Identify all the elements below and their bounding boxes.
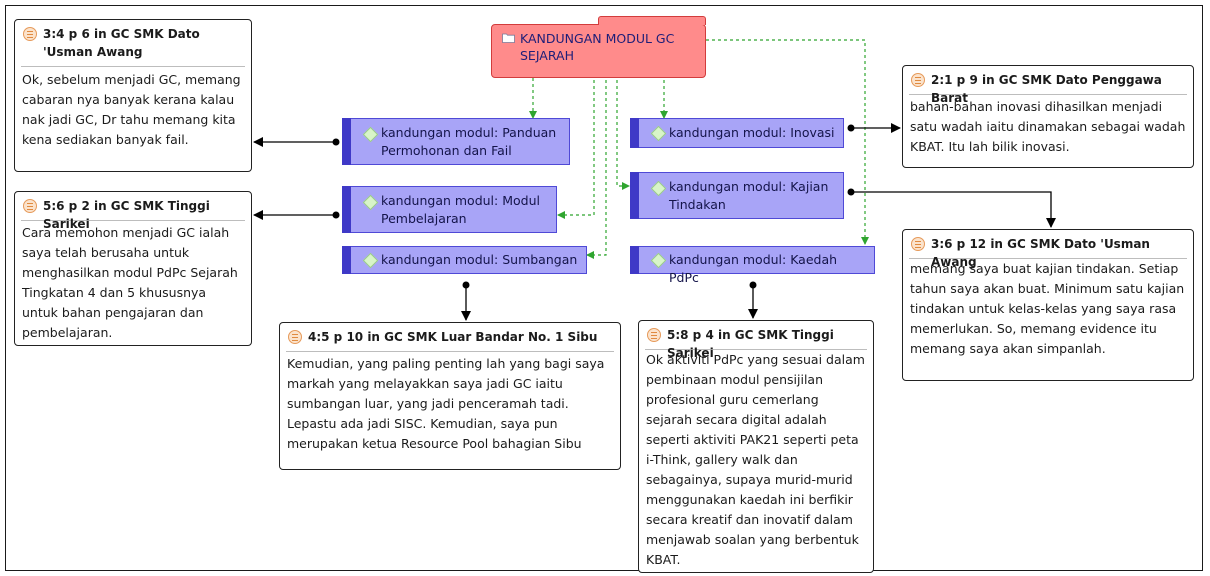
quote-box-q1[interactable]: 3:4 p 6 in GC SMK Dato 'Usman Awang Ok, … [14,19,252,172]
document-quote-icon [647,328,661,342]
quote-title: 4:5 p 10 in GC SMK Luar Bandar No. 1 Sib… [308,330,598,344]
diamond-code-icon [362,252,379,269]
quote-title: 3:6 p 12 in GC SMK Dato 'Usman Awang [931,237,1150,269]
canvas-frame [5,5,1203,571]
document-quote-icon [911,237,925,251]
diamond-code-icon [650,252,667,269]
code-label: kandungan modul: Kaedah PdPc [669,252,838,285]
quote-text: Ok aktiviti PdPc yang sesuai dalam pembi… [646,352,865,567]
diamond-code-icon [650,180,667,197]
code-panduan[interactable]: kandungan modul: Panduan Permohonan dan … [342,118,570,165]
quote-title: 2:1 p 9 in GC SMK Dato Penggawa Barat [931,73,1162,105]
folder-tab [598,16,706,25]
quote-text: memang saya buat kajian tindakan. Setiap… [910,261,1185,356]
document-quote-icon [23,199,37,213]
code-label: kandungan modul: Sumbangan [381,252,578,267]
code-label: kandungan modul: Inovasi [669,125,835,140]
quote-text: Kemudian, yang paling penting lah yang b… [287,356,605,451]
code-inovasi[interactable]: kandungan modul: Inovasi [630,118,844,148]
code-kaedah[interactable]: kandungan modul: Kaedah PdPc [630,246,875,285]
quote-box-q4[interactable]: 5:8 p 4 in GC SMK Tinggi Sarikei Ok akti… [638,320,874,573]
quote-text: bahan-bahan inovasi dihasilkan menjadi s… [910,99,1186,154]
code-label: kandungan modul: Modul Pembelajaran [381,193,540,226]
quote-title: 3:4 p 6 in GC SMK Dato 'Usman Awang [43,27,200,59]
code-pembelajaran[interactable]: kandungan modul: Modul Pembelajaran [342,186,557,233]
quote-title: 5:6 p 2 in GC SMK Tinggi Sarikei [43,199,210,231]
quote-title: 5:8 p 4 in GC SMK Tinggi Sarikei [667,328,834,360]
document-quote-icon [288,330,302,344]
code-sumbangan[interactable]: kandungan modul: Sumbangan [342,246,587,274]
quote-box-q5[interactable]: 2:1 p 9 in GC SMK Dato Penggawa Barat ba… [902,65,1194,168]
diamond-code-icon [362,194,379,211]
diamond-code-icon [362,126,379,143]
code-label: kandungan modul: Panduan Permohonan dan … [381,125,557,158]
diamond-code-icon [650,125,667,142]
folder-icon [502,33,515,43]
root-node[interactable]: KANDUNGAN MODUL GC SEJARAH [491,16,706,78]
root-label: KANDUNGAN MODUL GC SEJARAH [520,31,675,63]
document-quote-icon [911,73,925,87]
quote-text: Ok, sebelum menjadi GC, memang cabaran n… [22,72,241,147]
quote-text: Cara memohon menjadi GC ialah saya telah… [22,225,238,340]
quote-box-q6[interactable]: 3:6 p 12 in GC SMK Dato 'Usman Awang mem… [902,229,1194,381]
quote-box-q2[interactable]: 5:6 p 2 in GC SMK Tinggi Sarikei Cara me… [14,191,252,346]
code-label: kandungan modul: Kajian Tindakan [669,179,829,212]
quote-box-q3[interactable]: 4:5 p 10 in GC SMK Luar Bandar No. 1 Sib… [279,322,621,470]
document-quote-icon [23,27,37,41]
code-kajian[interactable]: kandungan modul: Kajian Tindakan [630,172,844,219]
